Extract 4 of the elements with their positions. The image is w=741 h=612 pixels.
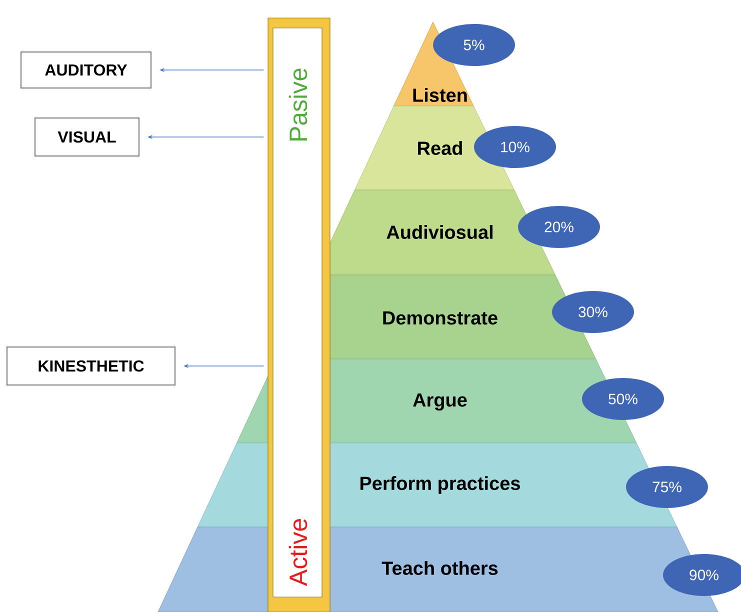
label-box: AUDITORY <box>20 52 152 88</box>
label-box: KINESTHETIC <box>6 346 176 386</box>
vertical-bar: Pasive Active <box>268 18 330 612</box>
label-box: VISUAL <box>34 118 140 156</box>
